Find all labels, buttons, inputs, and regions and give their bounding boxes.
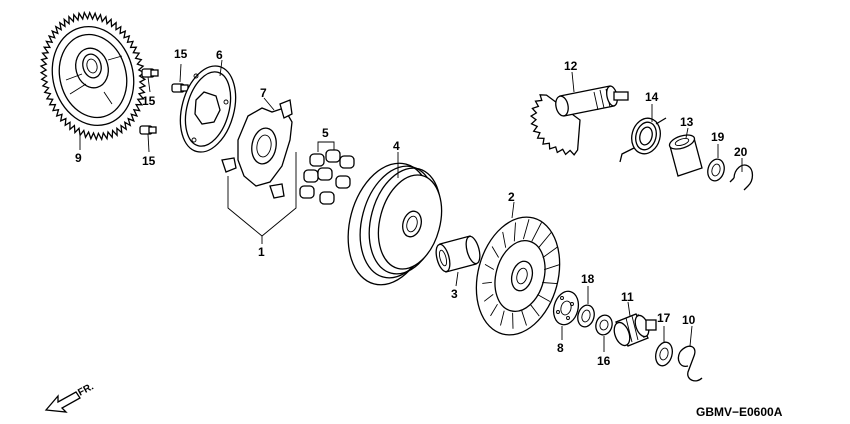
callout-4: 4 (393, 139, 400, 153)
leader-12 (571, 71, 575, 93)
part-spring-clip (677, 345, 703, 382)
part-bolt (141, 68, 159, 93)
callout-15-bottom: 15 (142, 154, 156, 168)
leader-10 (689, 325, 693, 347)
part-starter-pinion (613, 313, 657, 347)
part-washer (707, 158, 725, 182)
callout-2: 2 (508, 190, 515, 204)
callout-5: 5 (322, 126, 329, 140)
part-circlip (729, 164, 754, 191)
leader-11 (627, 301, 631, 317)
part-collar (435, 235, 481, 273)
front-direction-label: FR. (76, 381, 96, 398)
callout-1: 1 (258, 245, 265, 259)
part-ramp-plate (179, 65, 237, 153)
part-weight-rollers (299, 149, 355, 205)
callout-11: 11 (621, 290, 634, 304)
callout-18: 18 (581, 272, 595, 286)
part-kickstarter-spindle (529, 85, 629, 156)
part-washer (655, 341, 673, 367)
callout-19: 19 (711, 130, 725, 144)
part-washer (577, 304, 595, 328)
callout-13: 13 (680, 115, 694, 129)
callout-7: 7 (260, 86, 267, 100)
callout-10: 10 (682, 313, 696, 327)
callout-6: 6 (216, 48, 223, 62)
callout-14: 14 (645, 90, 659, 104)
part-small-washer (595, 314, 613, 336)
part-bolt (139, 125, 157, 153)
callout-9: 9 (75, 151, 82, 165)
front-direction-arrow: FR. (44, 381, 96, 413)
part-drive-pulley (347, 162, 443, 286)
callout-15-top: 15 (174, 47, 188, 61)
leader-6 (219, 59, 223, 77)
part-serrated-washer (552, 290, 580, 326)
callout-20: 20 (734, 145, 748, 159)
leader-2 (511, 201, 515, 219)
part-ring-gear (39, 10, 147, 142)
callout-16: 16 (597, 354, 611, 368)
part-return-spring (619, 117, 667, 163)
part-clutch-plate (221, 99, 293, 199)
callout-12: 12 (564, 59, 578, 73)
callout-3: 3 (451, 287, 458, 301)
part-bolt (171, 63, 189, 93)
leader-13 (685, 127, 689, 139)
part-bushing (668, 134, 703, 177)
callout-8: 8 (557, 341, 564, 355)
drawing-code: GBMV−E0600A (696, 405, 783, 419)
leader-7 (263, 97, 275, 111)
part-fan-drive-face (475, 216, 561, 336)
leader-3 (455, 271, 459, 287)
callout-17: 17 (657, 311, 671, 325)
leader-5 (317, 141, 335, 152)
callout-15-mid: 15 (142, 94, 156, 108)
